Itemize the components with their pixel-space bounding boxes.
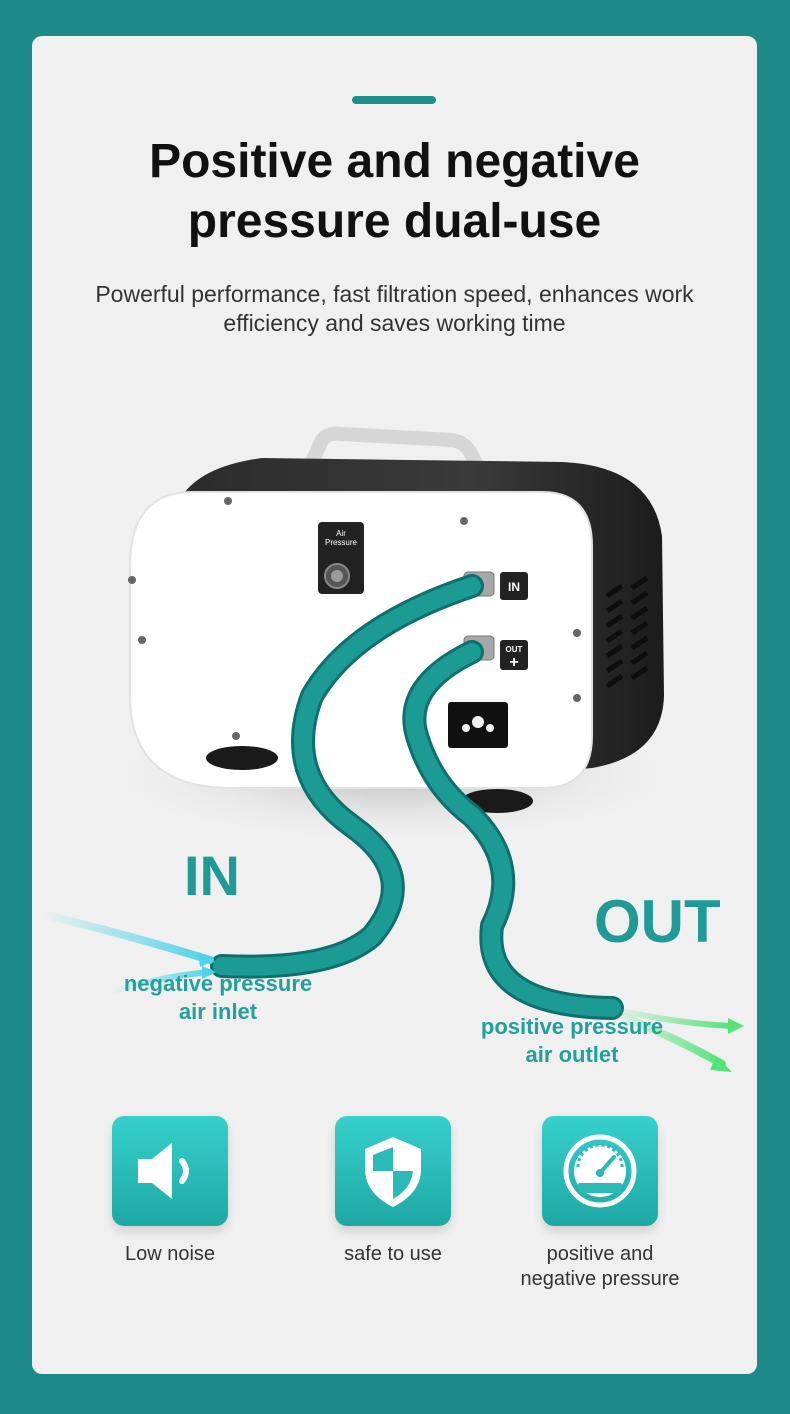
in-label: IN: [184, 844, 240, 907]
feature-caption: safe to use: [344, 1243, 442, 1265]
port-in-badge: [500, 572, 528, 600]
shield-icon-tile: [335, 1116, 451, 1226]
feature-safe-to-use: safe to use: [293, 1116, 493, 1267]
arrow-out-upper: [619, 1008, 735, 1029]
page-title: Positive and negative pressure dual-use: [32, 132, 757, 252]
foot-left: [206, 746, 278, 770]
title-line-2: pressure dual-use: [187, 195, 602, 248]
side-vents: [605, 575, 649, 689]
screws: [128, 497, 581, 740]
svg-text:+: +: [509, 654, 518, 671]
content-card: Positive and negative pressure dual-use …: [32, 36, 757, 1374]
out-caption: positive pressure air outlet: [480, 1014, 664, 1067]
arrow-out-lower: [618, 1012, 726, 1068]
svg-text:Pressure: Pressure: [325, 538, 358, 547]
accent-bar: [352, 96, 436, 104]
gauge-icon-tile: [542, 1116, 658, 1226]
arrow-in-lower: [109, 969, 213, 995]
speaker-icon-tile: [112, 1116, 228, 1226]
product-illustration: Air Pressure IN OUT +: [38, 426, 744, 1072]
speaker-icon: [138, 1143, 189, 1199]
feature-caption: positive and negative pressure: [520, 1243, 680, 1290]
feature-low-noise: Low noise: [70, 1116, 270, 1267]
gauge-icon: [563, 1134, 637, 1208]
subtitle-line-2: efficiency and saves working time: [223, 310, 566, 336]
feature-pressure: positive and negative pressure: [500, 1116, 700, 1292]
air-pressure-label: Air: [336, 529, 346, 538]
svg-text:OUT: OUT: [506, 645, 523, 654]
in-caption: negative pressure air inlet: [123, 971, 313, 1024]
title-line-1: Positive and negative: [149, 135, 640, 188]
out-label: OUT: [594, 888, 721, 955]
svg-text:IN: IN: [508, 580, 520, 594]
feature-caption: Low noise: [124, 1243, 216, 1265]
subtitle-line-1: Powerful performance, fast filtration sp…: [95, 281, 694, 307]
handle: [293, 426, 499, 501]
page-subtitle: Powerful performance, fast filtration sp…: [52, 280, 737, 338]
shield-icon: [365, 1137, 421, 1207]
arrow-in-upper: [38, 910, 214, 964]
port-out-badge: [500, 640, 528, 670]
